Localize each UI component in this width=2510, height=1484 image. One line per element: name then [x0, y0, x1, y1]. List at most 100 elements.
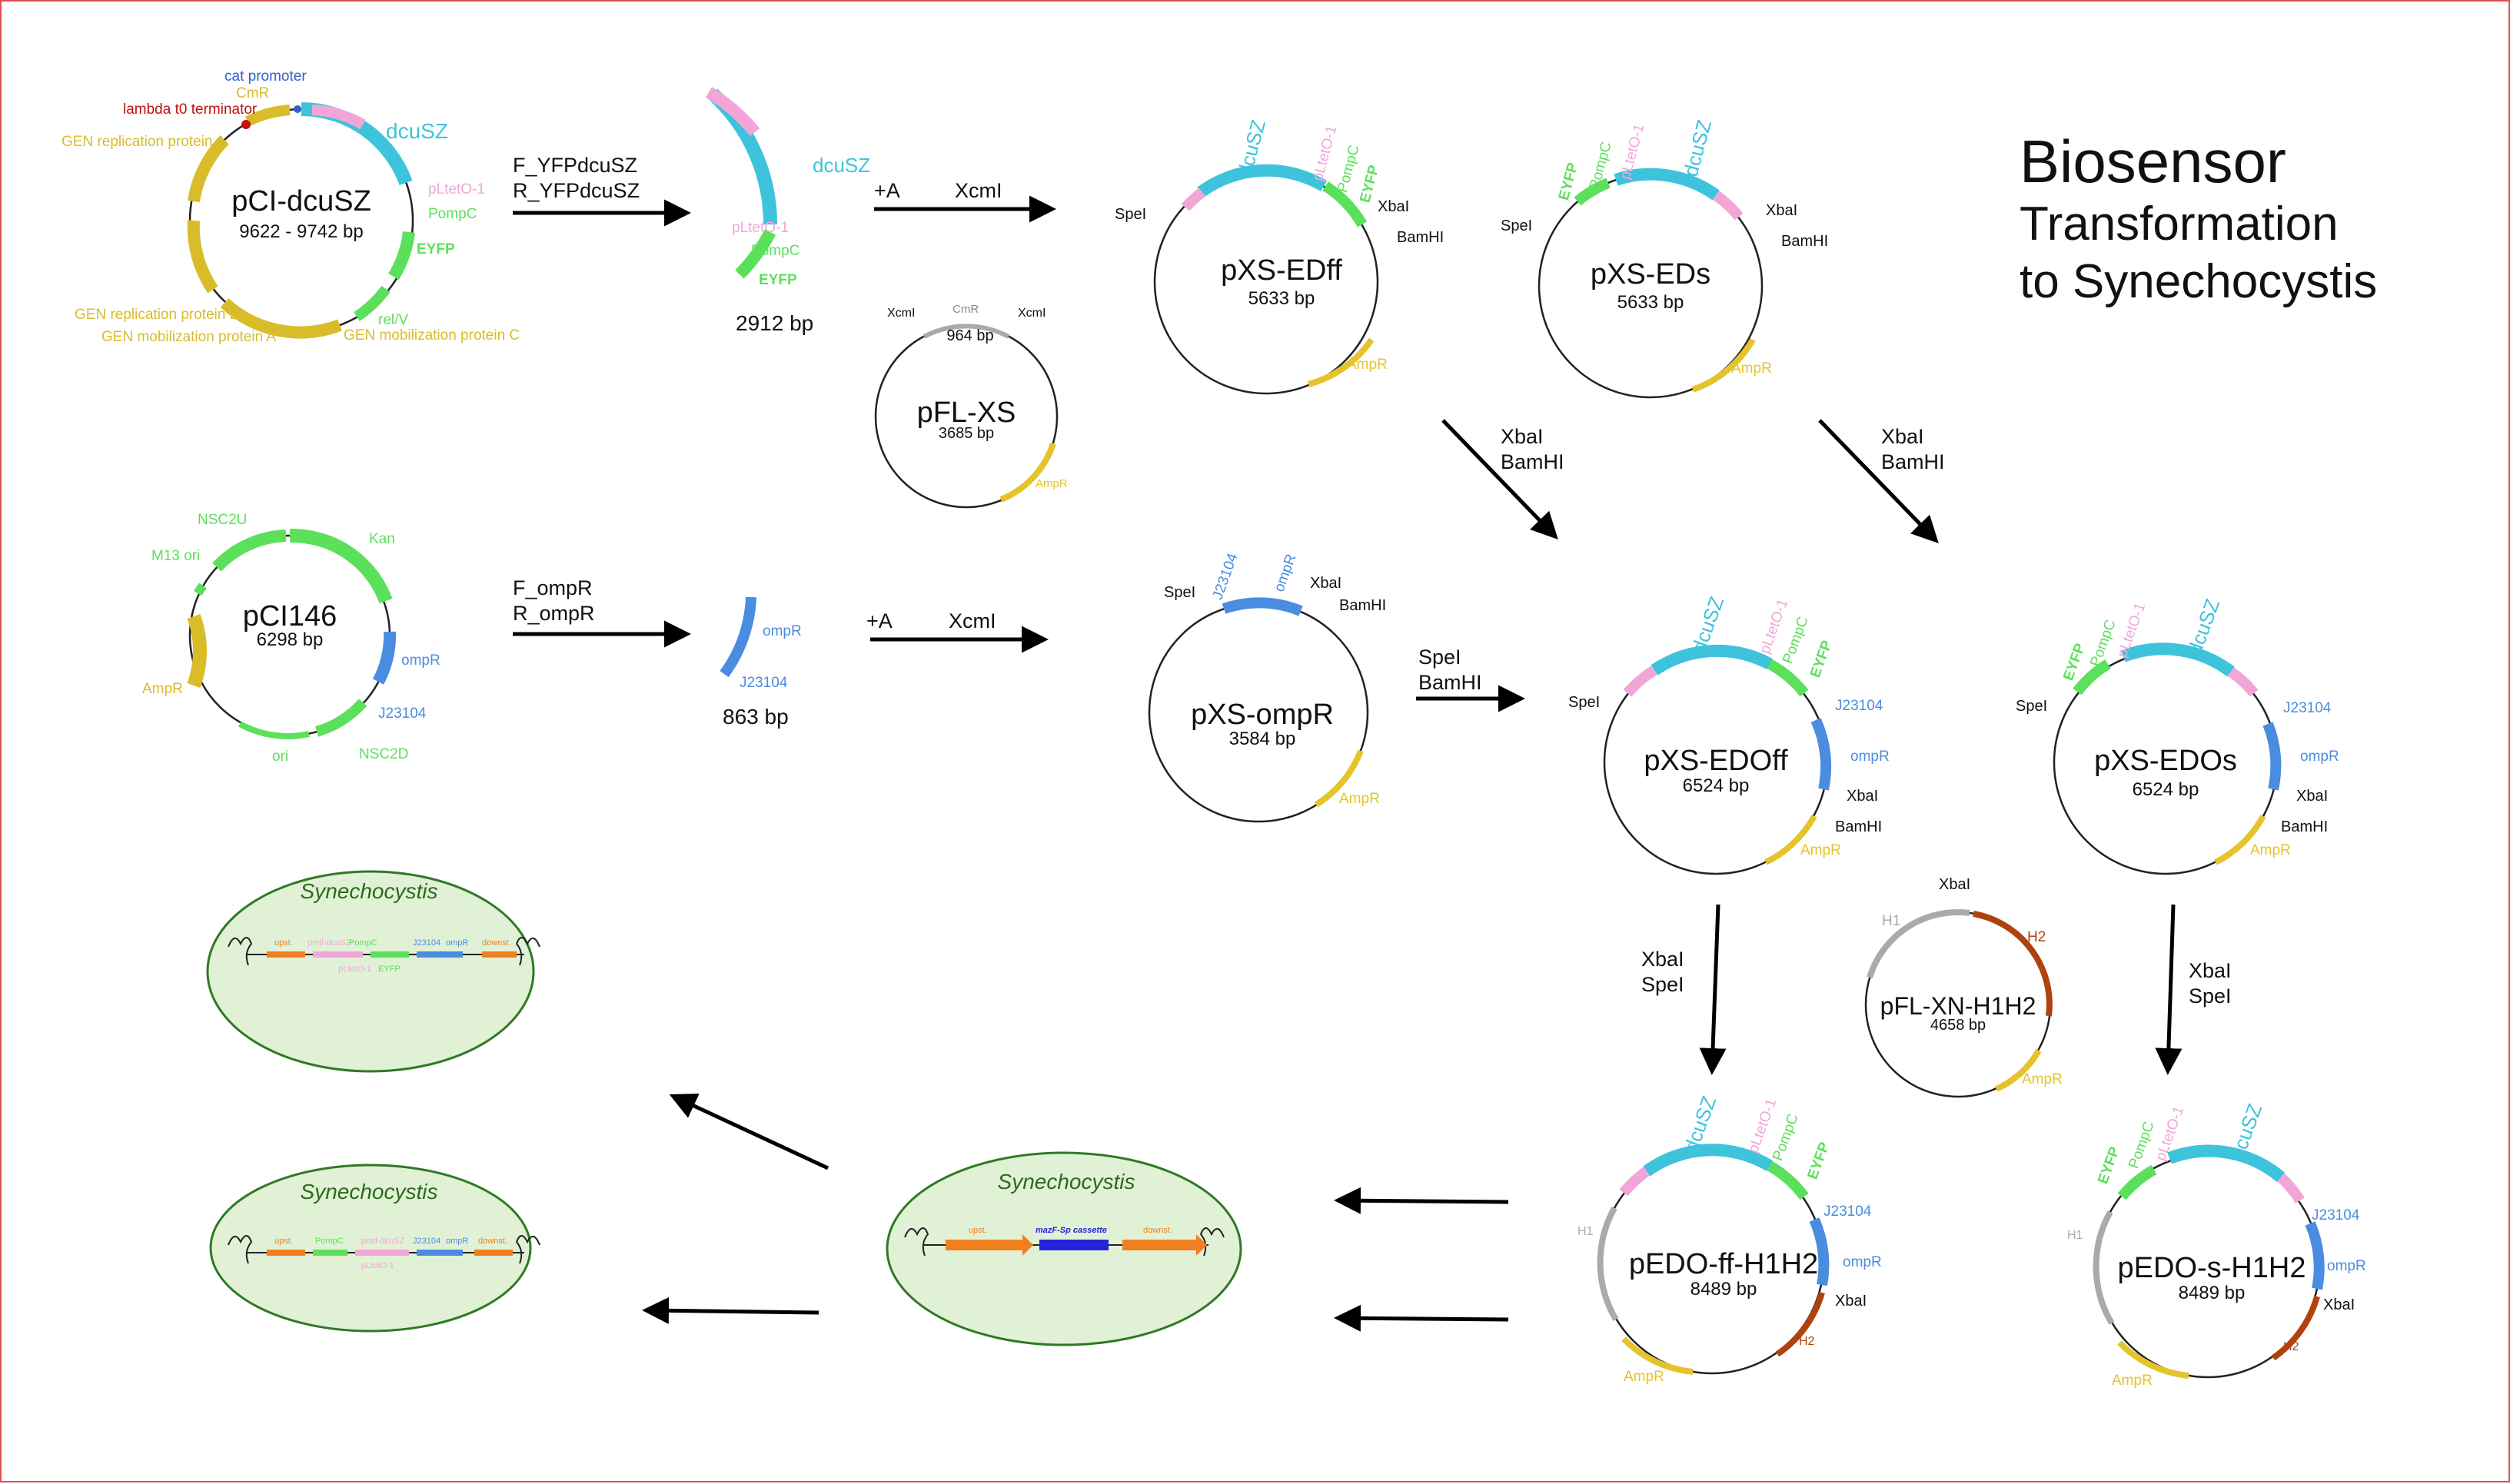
chromosome-end-left-icon: [228, 937, 253, 966]
plasmid-pCI-dcuSZ: pCI-dcuSZ 9622 - 9742 bp dcuSZ pLtetO-1 …: [62, 68, 520, 345]
site-spei: SpeI: [1501, 217, 1532, 234]
label-nsc2d: NSC2D: [359, 746, 408, 762]
label-pompC: PompC: [751, 243, 800, 259]
label-pLtetO: pLtetO-1: [361, 1261, 394, 1270]
label-ampr: AmpR: [1731, 360, 1772, 377]
fragment-ompR: ompR J23104 863 bp: [720, 596, 802, 729]
site-xbai: XbaI: [1939, 876, 1970, 893]
label-pompC: PompC: [1335, 143, 1363, 194]
diagram-title: Biosensor Transformation to Synechocysti…: [2020, 128, 2377, 308]
site-spei: SpeI: [2016, 698, 2047, 715]
plasmid-size: 4658 bp: [1930, 1017, 1986, 1034]
cell-synechocystis-ff: Synechocystis upst. pmtl-dcuSZ PompC J23…: [206, 870, 540, 1073]
label-h2: H2: [2027, 929, 2046, 945]
site-spei: SpeI: [1164, 584, 1195, 601]
label-downstream: downst.: [482, 938, 511, 948]
label-upstream: upst.: [969, 1226, 987, 1235]
step-digest-1: XbaI BamHI: [1441, 419, 1564, 540]
step-ligation-2: +A XcmI: [866, 609, 1049, 653]
enzyme-xbai: XbaI: [1501, 425, 1544, 448]
step-pcr-dcuSZ: F_YFPdcuSZ R_YFPdcuSZ: [513, 154, 691, 227]
label-dcuSZ: dcuSZ: [813, 154, 870, 177]
cmr-gene: [244, 105, 291, 127]
site-bamhi: BamHI: [1835, 818, 1882, 835]
label-h1: H1: [2067, 1229, 2083, 1242]
step-xcmi: XcmI: [955, 179, 1002, 202]
label-pompC: PompC: [1770, 1112, 1801, 1164]
plasmid-pEDO-s-H1H2: pEDO-s-H1H2 8489 bp dcuSZ pLtetO-1 PompC…: [2067, 1101, 2366, 1389]
cell-name: Synechocystis: [301, 879, 438, 903]
plasmid-pXS-EDOff: pXS-EDOff 6524 bp dcuSZ pLtetO-1 PompC E…: [1568, 593, 1890, 875]
label-h2: H2: [1799, 1335, 1815, 1348]
label-ampr: AmpR: [1036, 477, 1068, 490]
label-ompr: ompR: [2300, 749, 2339, 765]
label-j23104: J23104: [1823, 1203, 1872, 1220]
label-ompr: ompR: [2327, 1258, 2366, 1274]
label-upstream: upst.: [274, 1237, 293, 1246]
site-bamhi: BamHI: [1781, 233, 1828, 250]
label-h2: H2: [2283, 1340, 2299, 1353]
plasmid-size: 5633 bp: [1248, 288, 1315, 309]
plasmid-pXS-ompR: pXS-ompR 3584 bp SpeI J23104 ompR XbaI B…: [1148, 551, 1386, 823]
site-bamhi: BamHI: [1397, 229, 1444, 246]
label-ompr: ompR: [446, 938, 468, 948]
primer-reverse: R_ompR: [513, 602, 595, 625]
step-add-a: +A: [866, 609, 893, 632]
label-dcuSZ: dcuSZ: [386, 119, 448, 143]
chromosome-end-left-icon: [228, 1235, 253, 1264]
cell-synechocystis-s: Synechocystis upst. PompC pmtl-dcuSZ J23…: [209, 1164, 540, 1333]
label-pompC: PompC: [428, 206, 477, 222]
fragment-size: 863 bp: [723, 705, 789, 729]
label-gen-rep-a: GEN replication protein A: [62, 134, 226, 150]
site-xbai: XbaI: [1847, 788, 1878, 805]
label-tet: pmtl-dcuSZ: [361, 1237, 405, 1246]
tetR-gene: [311, 105, 366, 130]
label-eyfp: EYFP: [417, 241, 455, 257]
label-dcuSZ: dcuSZ: [2183, 596, 2224, 658]
chromosome-end-right-icon: [515, 1235, 540, 1264]
plasmid-pXS-EDOs: pXS-EDOs 6524 bp dcuSZ pLtetO-1 PompC EY…: [2016, 596, 2339, 875]
plasmid-size: 5633 bp: [1617, 292, 1684, 313]
site-xbai: XbaI: [1310, 575, 1341, 592]
label-pLtetO: pLtetO-1: [1310, 124, 1340, 183]
step-digest-5: XbaI SpeI: [2155, 904, 2232, 1075]
enzyme-xbai: XbaI: [2189, 959, 2232, 982]
step-add-a: +A: [874, 179, 900, 202]
plasmid-name: pFL-XS: [917, 397, 1016, 429]
cat-promoter-mark: [294, 105, 301, 113]
plasmid-name: pXS-EDff: [1221, 254, 1342, 287]
step-xcmi: XcmI: [949, 609, 996, 632]
label-pompC: PompC: [1780, 615, 1811, 666]
rel-gene: [354, 285, 391, 321]
label-rel: rel/V: [378, 312, 408, 328]
enzyme-spei: SpeI: [2189, 984, 2232, 1008]
label-pompC: PompC: [2126, 1120, 2157, 1171]
plasmid-pEDO-ff-H1H2: pEDO-ff-H1H2 8489 bp dcuSZ pLtetO-1 Pomp…: [1577, 1093, 1882, 1385]
plasmid-pCI146: pCI146 6298 bp NSC2U Kan M13 ori AmpR om…: [142, 512, 440, 765]
chromosome-end-right-icon: [515, 937, 540, 966]
plasmid-name: pEDO-s-H1H2: [2118, 1252, 2306, 1284]
step-digest-4: XbaI SpeI: [1641, 904, 1727, 1075]
plasmid-pXS-EDff: pXS-EDff 5633 bp dcuSZ pLtetO-1 PompC EY…: [1115, 117, 1444, 395]
plasmid-name: pEDO-ff-H1H2: [1629, 1248, 1818, 1280]
label-ori: ori: [272, 749, 288, 765]
label-j23104: J23104: [1835, 698, 1883, 714]
label-gen-rep-b: GEN replication protein B: [75, 307, 239, 323]
site-xbai: XbaI: [1835, 1293, 1867, 1310]
title-line-3: to Synechocystis: [2020, 255, 2377, 308]
label-pompc: PompC: [349, 938, 377, 948]
label-pompC: PompC: [2087, 618, 2119, 669]
title-line-1: Biosensor: [2020, 128, 2286, 195]
site-xcmi-right: XcmI: [1018, 307, 1046, 320]
label-ompr: ompR: [763, 623, 802, 639]
label-ampr: AmpR: [1347, 357, 1388, 373]
plasmid-size: 8489 bp: [1691, 1279, 1757, 1300]
site-xbai: XbaI: [1766, 202, 1797, 219]
site-bamhi: BamHI: [1339, 597, 1386, 614]
label-ampr: AmpR: [1624, 1369, 1664, 1385]
label-ompr: ompR: [401, 652, 440, 669]
label-j23104: J23104: [2312, 1207, 2360, 1223]
site-spei: SpeI: [1568, 694, 1600, 711]
label-j23104: J23104: [2283, 700, 2332, 716]
